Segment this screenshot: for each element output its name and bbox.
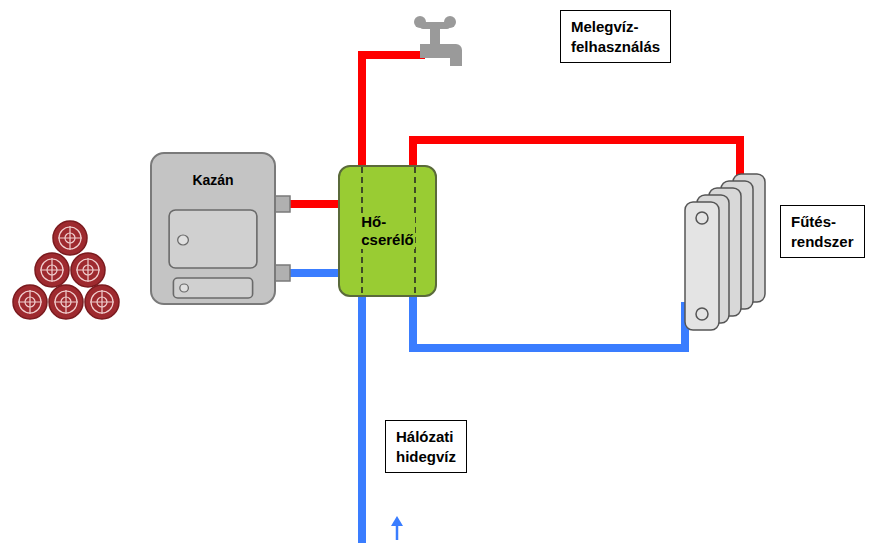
- node-text: Fűtés- rendszer: [791, 212, 854, 251]
- firewood-logs: [13, 221, 119, 319]
- label-box: Melegvíz- felhasználás: [560, 10, 671, 63]
- door-knob: [180, 284, 189, 292]
- ash-door: [173, 278, 252, 298]
- node-text: Melegvíz- felhasználás: [571, 17, 660, 56]
- door-knob: [178, 235, 189, 245]
- node-text: Kazán: [152, 172, 274, 188]
- cold-water-pipe: [358, 296, 366, 543]
- label-box: Hálózati hidegvíz: [385, 420, 467, 473]
- heating-return-pipe: [413, 296, 700, 348]
- fire-door: [169, 210, 257, 268]
- flow-arrow-head: [391, 516, 403, 526]
- water-tap: [414, 16, 462, 66]
- boiler-box: Kazán: [150, 152, 276, 305]
- radiator: [685, 174, 765, 330]
- node-text: Hő- cserélő: [360, 213, 415, 249]
- heat-exchanger-box: Hő- cserélő: [338, 165, 437, 297]
- node-text: Hálózati hidegvíz: [396, 427, 456, 466]
- label-box: Fűtés- rendszer: [780, 205, 865, 258]
- heating-flow-pipe: [413, 140, 740, 180]
